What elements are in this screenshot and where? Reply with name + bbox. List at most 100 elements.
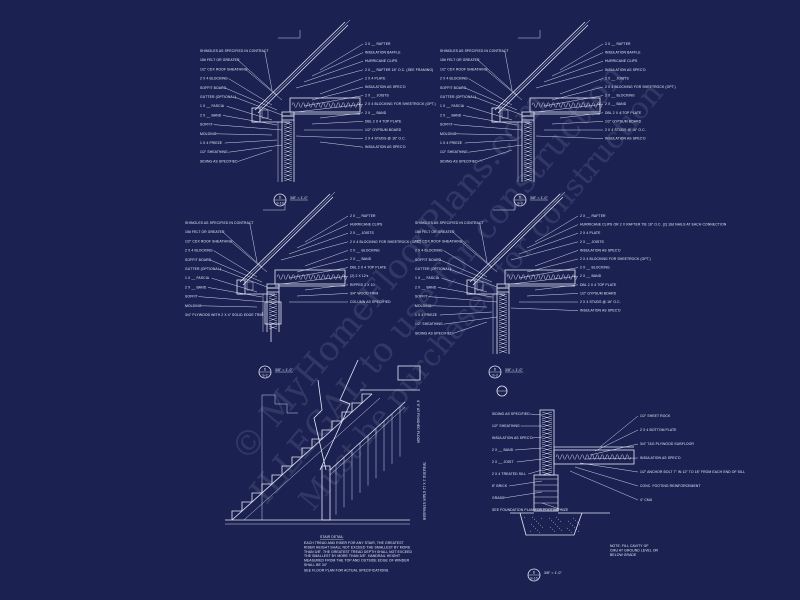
callout-label-right: 2 X 4 BLOCKING FOR SHEETROCK (OPT.) <box>365 102 436 106</box>
leader-line <box>477 60 518 96</box>
leader-line <box>303 95 364 107</box>
leader-line <box>518 267 579 279</box>
callout-label-left: 1 X __ FASCIA <box>185 276 210 280</box>
callout-label-right: 2 X __ JOISTS <box>580 240 605 244</box>
callout-label-right: 2 X __ RAFTER <box>365 42 391 46</box>
leader-line <box>319 112 364 119</box>
leader-line <box>485 69 523 101</box>
leader-line <box>200 305 258 308</box>
callout-label-left: 1/2" CDX ROOF SHEATHING <box>415 239 463 243</box>
leader-line <box>439 311 493 316</box>
callout-label-left: SOFFIT BOARD <box>185 258 212 262</box>
callout-label-left: GRADE <box>492 496 505 500</box>
insulation-band <box>274 269 346 285</box>
callout-label-right: HURRICANE CLIPS OR 2 X RAFTER TIE 16" O.… <box>580 223 727 227</box>
wall-insulation <box>283 121 293 182</box>
callout-label-right: 2 X __ BLOCKING <box>580 266 610 270</box>
leader-line <box>584 457 639 460</box>
leader-line <box>311 86 364 101</box>
stringer-bottom-2 <box>243 397 381 521</box>
leader-line <box>198 296 268 303</box>
rafter-line <box>239 193 331 283</box>
leader-line <box>510 275 579 285</box>
callout-label-left: 3/4" PLYWOOD WITH 2 X 4" SOLID EDGE TRIM <box>185 313 264 317</box>
callout-label-left: SOFFIT <box>185 295 198 299</box>
callout-label-left: 15# FELT OR GREATER <box>415 230 455 234</box>
rafter-line <box>242 196 334 286</box>
leader-line <box>213 124 283 131</box>
callout-label-left: SOFFIT BOARD <box>415 258 442 262</box>
leader-line <box>439 259 493 283</box>
leader-line <box>296 293 349 297</box>
leader-line <box>207 287 263 298</box>
callout-label-left: MOLDING <box>200 132 217 136</box>
top-plate <box>496 287 510 293</box>
callout-label-right: 2 X __ RAFTER <box>580 214 606 218</box>
leader-line <box>219 268 268 288</box>
leader-line <box>211 277 258 293</box>
leader-line <box>288 232 349 255</box>
leader-line <box>535 135 604 139</box>
leader-line <box>530 413 543 416</box>
callout-label-left: INSULATION AS SPEC'D <box>492 436 533 440</box>
top-plate <box>521 115 535 121</box>
detail-tag-top: D <box>494 368 497 372</box>
callout-label-right: 2 X __ RAFTER 16" O.C. (SEE FRAMING) <box>365 68 433 72</box>
leader-line <box>510 241 579 261</box>
callout-label-left: 15# FELT OR GREATER <box>185 230 225 234</box>
handrail <box>329 401 406 471</box>
leader-line <box>579 462 639 473</box>
callout-label-left: 1/2" CDX ROOF SHEATHING <box>200 67 248 71</box>
callout-label-right: 4" CMU <box>640 498 653 502</box>
leader-line <box>319 78 364 95</box>
wall-insulation <box>541 411 553 476</box>
callout-label-right: 2 X __ RAFTER <box>350 214 376 218</box>
stair-note-line: THE SMALLEST BY MORE THAN 3/8". HANDRAIL… <box>304 554 400 558</box>
callout-label-left: 2 X 4 BLOCKING <box>415 249 443 253</box>
leader-line <box>311 52 364 77</box>
gutter <box>246 281 254 291</box>
leader-line <box>280 275 349 285</box>
leader-line <box>443 250 488 278</box>
shingle-line <box>244 191 336 281</box>
leader-line <box>311 121 364 125</box>
leader-line <box>534 250 579 267</box>
leader-line <box>559 112 604 119</box>
callout-label-left: GUTTER (OPTIONAL) <box>200 95 236 99</box>
callout-label-right: 2 X 4 PLATE <box>365 76 386 80</box>
wall <box>539 409 555 476</box>
concrete-stipple <box>523 516 581 533</box>
leader-line <box>319 141 364 148</box>
callout-label-right: 2 X __ RAFTER <box>605 42 631 46</box>
callout-label-right: 2 X __ BAND <box>365 111 387 115</box>
leader-line <box>304 215 349 243</box>
leader-line <box>238 149 273 162</box>
stringer-bottom <box>231 393 373 521</box>
shingle-line <box>259 19 351 109</box>
leader-line <box>209 259 263 283</box>
callout-label-right: HURRICANE CLIPS <box>365 59 398 63</box>
callout-label-left: MOLDING <box>440 132 457 136</box>
detail-tag-bottom: S-9 <box>517 202 523 206</box>
callout-label-right: 2 X 4 PLATE <box>580 231 601 235</box>
leader-line <box>559 78 604 95</box>
leader-line <box>569 470 639 501</box>
callout-label-right: (2) 2 X 12's <box>350 274 369 278</box>
detail-eave-top-right: DS-93/8" = 1'-0" SHINGLES AS SPECIFIED I… <box>440 19 676 207</box>
callout-label-left: SIDING AS SPECIFIED <box>492 412 530 416</box>
callout-label-left: 2 X 4 BLOCKING <box>185 249 213 253</box>
callout-label-right: DBL 2 X 4 TOP PLATE <box>605 111 642 115</box>
insulation-band <box>289 97 361 113</box>
stair-vertical-label-stringer: TREATED 2 X 12 STAIR STRINGER <box>422 462 426 521</box>
callout-label-left: 2 X 4 BLOCKING <box>200 77 228 81</box>
leader-line <box>213 250 258 278</box>
rafter-line <box>472 196 564 286</box>
leader-line <box>503 491 543 499</box>
callout-label-right: 2 X __ BAND <box>580 274 602 278</box>
leader-line <box>543 60 604 83</box>
leader-line <box>303 60 364 83</box>
stair-note-footer: SEE FLOOR PLAN FOR ACTUAL SPECIFICATIONS… <box>304 568 389 572</box>
